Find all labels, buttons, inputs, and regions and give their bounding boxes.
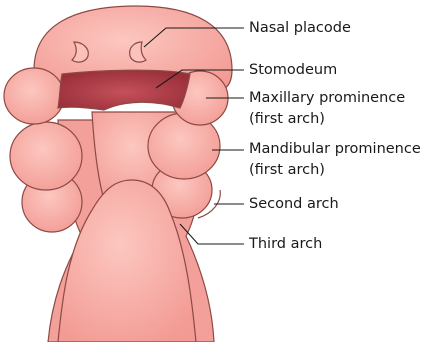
stomodeum [58,70,190,110]
label-maxillary-prominence: Maxillary prominence (first arch) [249,90,405,128]
left-mandibular-prominence [10,122,82,190]
label-third-arch: Third arch [249,236,322,253]
left-maxillary-prominence [4,68,64,124]
label-mandibular-prominence: Mandibular prominence (first arch) [249,141,421,179]
label-nasal-placode: Nasal placode [249,20,351,37]
label-maxillary-line1: Maxillary prominence [249,90,405,107]
label-stomodeum: Stomodeum [249,62,337,79]
label-second-arch: Second arch [249,196,339,213]
label-mandibular-line2: (first arch) [249,162,421,179]
label-mandibular-line1: Mandibular prominence [249,141,421,158]
embryo-body [4,6,232,342]
label-maxillary-line2: (first arch) [249,111,405,128]
